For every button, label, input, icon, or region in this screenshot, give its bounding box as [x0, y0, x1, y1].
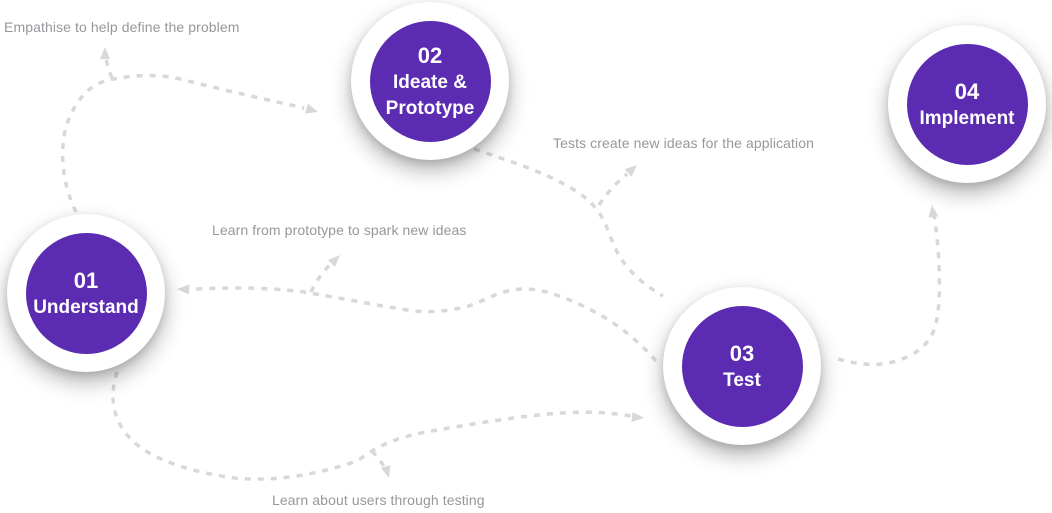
step-03-number: 03	[729, 340, 755, 366]
connector-02-to-03	[473, 147, 664, 298]
connector-03-to-04	[837, 214, 942, 367]
step-01-label: Understand	[33, 296, 139, 318]
connector-branch-tests	[597, 172, 629, 206]
step-02-ideate-prototype: 02 Ideate & Prototype	[351, 2, 509, 160]
arrowhead-prototype	[328, 255, 340, 267]
step-01-understand: 01 Understand	[7, 214, 165, 372]
connector-03-to-01	[195, 286, 658, 363]
annotation-tests: Tests create new ideas for the applicati…	[553, 135, 815, 151]
connector-01-to-03	[111, 371, 632, 481]
arrowhead-01-to-03	[631, 412, 644, 422]
connector-branch-users	[370, 449, 388, 471]
step-02-circle: 02 Ideate & Prototype	[369, 20, 491, 142]
step-04-circle: 04 Implement	[906, 43, 1028, 165]
connector-01-to-02	[60, 73, 305, 213]
step-02-label-line1: Ideate &	[393, 72, 467, 94]
step-04-label: Implement	[919, 107, 1015, 129]
step-03-label: Test	[723, 369, 761, 391]
arrowhead-tests	[624, 165, 637, 177]
step-01-number: 01	[73, 267, 99, 293]
arrowhead-users	[380, 465, 391, 478]
step-01-circle: 01 Understand	[25, 232, 147, 354]
annotation-learn-about-users: Learn about users through testing	[272, 492, 485, 508]
arrowhead-empathise	[100, 47, 110, 59]
connector-branch-empathise	[104, 53, 114, 79]
step-02-number: 02	[417, 43, 443, 69]
annotation-learn-from-prototype: Learn from prototype to spark new ideas	[212, 222, 467, 238]
step-04-implement: 04 Implement	[888, 25, 1046, 183]
annotation-empathise: Empathise to help define the problem	[4, 19, 240, 35]
connector-branch-prototype	[309, 262, 333, 293]
arrowhead-03-to-01	[177, 284, 190, 295]
arrowhead-01-to-02	[305, 103, 318, 114]
step-03-test: 03 Test	[663, 287, 821, 445]
step-02-label-line2: Prototype	[385, 97, 475, 119]
step-03-circle: 03 Test	[681, 305, 803, 427]
step-04-number: 04	[954, 78, 980, 104]
arrowhead-03-to-04	[928, 205, 939, 218]
